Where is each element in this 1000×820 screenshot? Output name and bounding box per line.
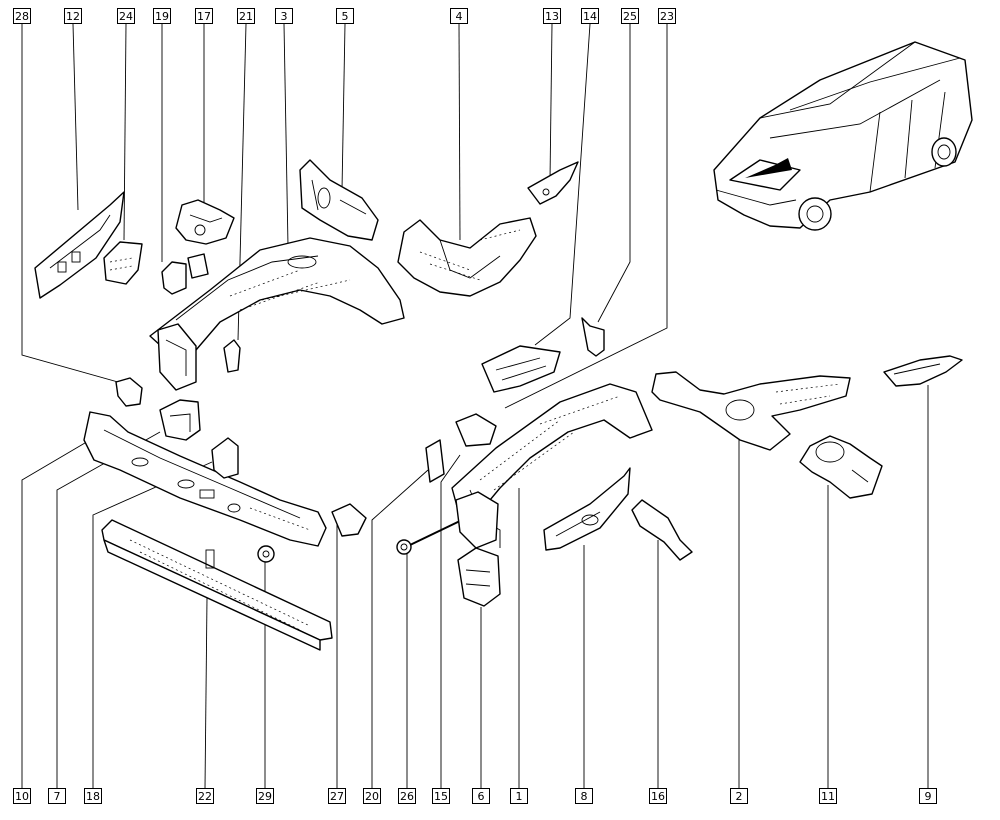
part-15 bbox=[455, 413, 497, 447]
part-9 bbox=[883, 355, 963, 387]
part-2 bbox=[651, 371, 851, 451]
part-26 bbox=[396, 519, 463, 555]
callout-18: 18 bbox=[84, 788, 102, 804]
callout-6: 6 bbox=[472, 788, 490, 804]
callout-17: 17 bbox=[195, 8, 213, 24]
part-1 bbox=[451, 383, 653, 549]
part-16 bbox=[631, 499, 693, 561]
part-17 bbox=[175, 199, 235, 245]
part-25 bbox=[581, 317, 605, 357]
callout-21: 21 bbox=[237, 8, 255, 24]
part-21 bbox=[223, 339, 241, 373]
car-illustration bbox=[713, 41, 973, 231]
part-3 bbox=[149, 237, 405, 391]
callout-27: 27 bbox=[328, 788, 346, 804]
callout-13: 13 bbox=[543, 8, 561, 24]
callout-7: 7 bbox=[48, 788, 66, 804]
part-28 bbox=[115, 377, 143, 407]
callout-10: 10 bbox=[13, 788, 31, 804]
part-13 bbox=[527, 161, 579, 205]
callout-20: 20 bbox=[363, 788, 381, 804]
callout-28: 28 bbox=[13, 8, 31, 24]
callout-2: 2 bbox=[730, 788, 748, 804]
part-5 bbox=[299, 159, 379, 241]
callout-29: 29 bbox=[256, 788, 274, 804]
part-4 bbox=[397, 217, 537, 297]
part-7 bbox=[159, 399, 201, 441]
part-19 bbox=[161, 253, 209, 295]
part-20 bbox=[425, 439, 445, 483]
callout-8: 8 bbox=[575, 788, 593, 804]
part-29 bbox=[257, 545, 275, 563]
callout-14: 14 bbox=[581, 8, 599, 24]
part-11 bbox=[799, 435, 883, 499]
callout-16: 16 bbox=[649, 788, 667, 804]
callout-12: 12 bbox=[64, 8, 82, 24]
part-12 bbox=[34, 191, 125, 299]
callout-26: 26 bbox=[398, 788, 416, 804]
callout-24: 24 bbox=[117, 8, 135, 24]
part-8 bbox=[543, 467, 631, 551]
callout-11: 11 bbox=[819, 788, 837, 804]
callout-1: 1 bbox=[510, 788, 528, 804]
callout-22: 22 bbox=[196, 788, 214, 804]
part-14 bbox=[481, 345, 561, 393]
callout-15: 15 bbox=[432, 788, 450, 804]
callout-9: 9 bbox=[919, 788, 937, 804]
callout-23: 23 bbox=[658, 8, 676, 24]
part-18-bracket bbox=[211, 437, 239, 479]
leader-lines bbox=[21, 23, 929, 789]
part-24 bbox=[103, 241, 143, 285]
callout-4: 4 bbox=[450, 8, 468, 24]
part-18-crossmember bbox=[83, 411, 327, 547]
callout-19: 19 bbox=[153, 8, 171, 24]
callout-5: 5 bbox=[336, 8, 354, 24]
part-27 bbox=[331, 503, 367, 537]
callout-25: 25 bbox=[621, 8, 639, 24]
part-22 bbox=[101, 519, 333, 651]
callout-3: 3 bbox=[275, 8, 293, 24]
part-6 bbox=[457, 547, 501, 607]
